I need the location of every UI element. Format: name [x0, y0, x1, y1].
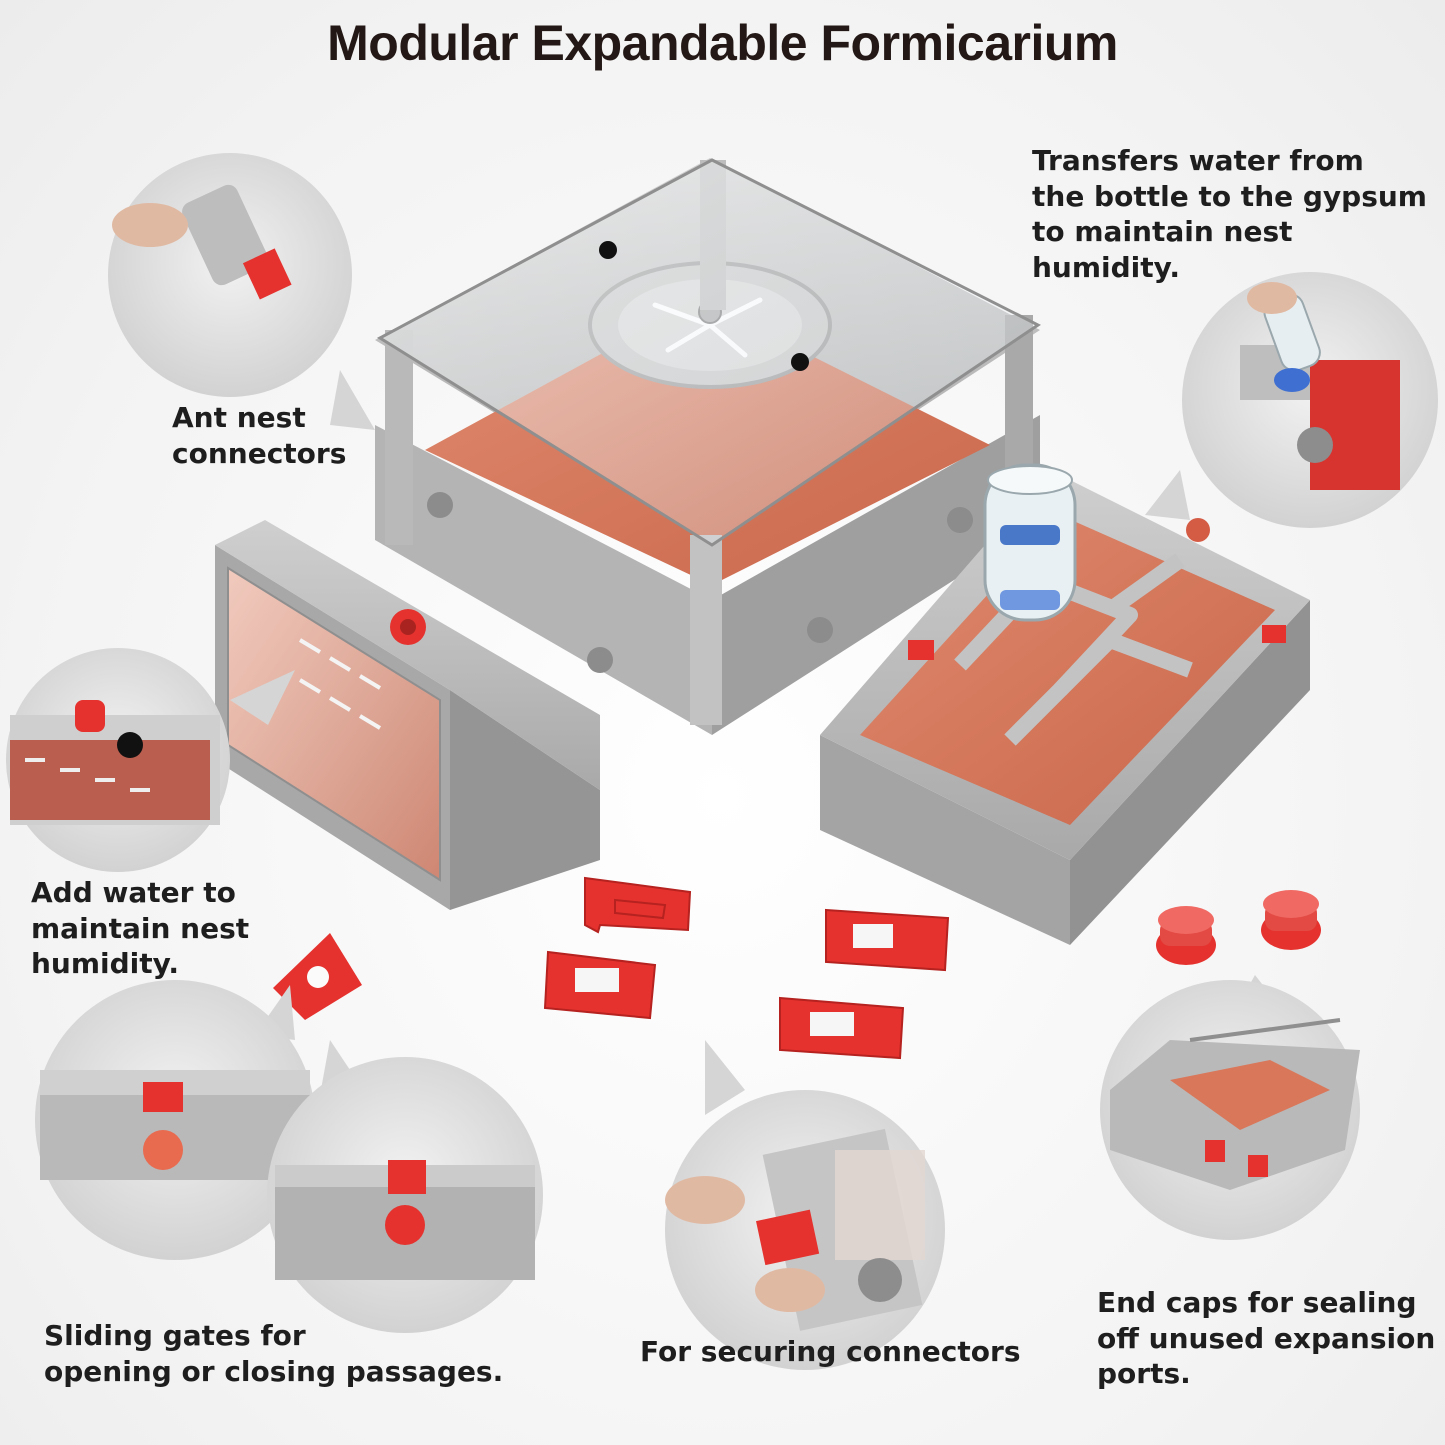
- callout-end-caps: [1100, 975, 1360, 1240]
- caption-ant-nest-connectors: Ant nest connectors: [172, 401, 347, 470]
- callout-ant-nest-connectors: [108, 153, 375, 430]
- maze-nest-module: [820, 463, 1310, 945]
- callout-add-water: [6, 648, 295, 872]
- caption-water-transfer: Transfers water from the bottle to the g…: [1032, 144, 1427, 284]
- red-end-caps: [1156, 890, 1321, 965]
- sliding-gate-piece: [273, 933, 362, 1020]
- callout-water-transfer: [1145, 272, 1438, 528]
- caption-securing-connectors: For securing connectors: [640, 1335, 1021, 1368]
- callout-sliding-gates: [35, 980, 543, 1333]
- caption-end-caps: End caps for sealing off unused expansio…: [1097, 1286, 1436, 1391]
- callout-securing-connectors: [665, 1040, 945, 1370]
- water-tray-module: [215, 520, 600, 910]
- caption-sliding-gates: Sliding gates for opening or closing pas…: [44, 1319, 504, 1388]
- caption-add-water: Add water to maintain nest humidity.: [31, 876, 250, 981]
- main-square-nest: [375, 158, 1041, 735]
- page-title: Modular Expandable Formicarium: [327, 15, 1118, 71]
